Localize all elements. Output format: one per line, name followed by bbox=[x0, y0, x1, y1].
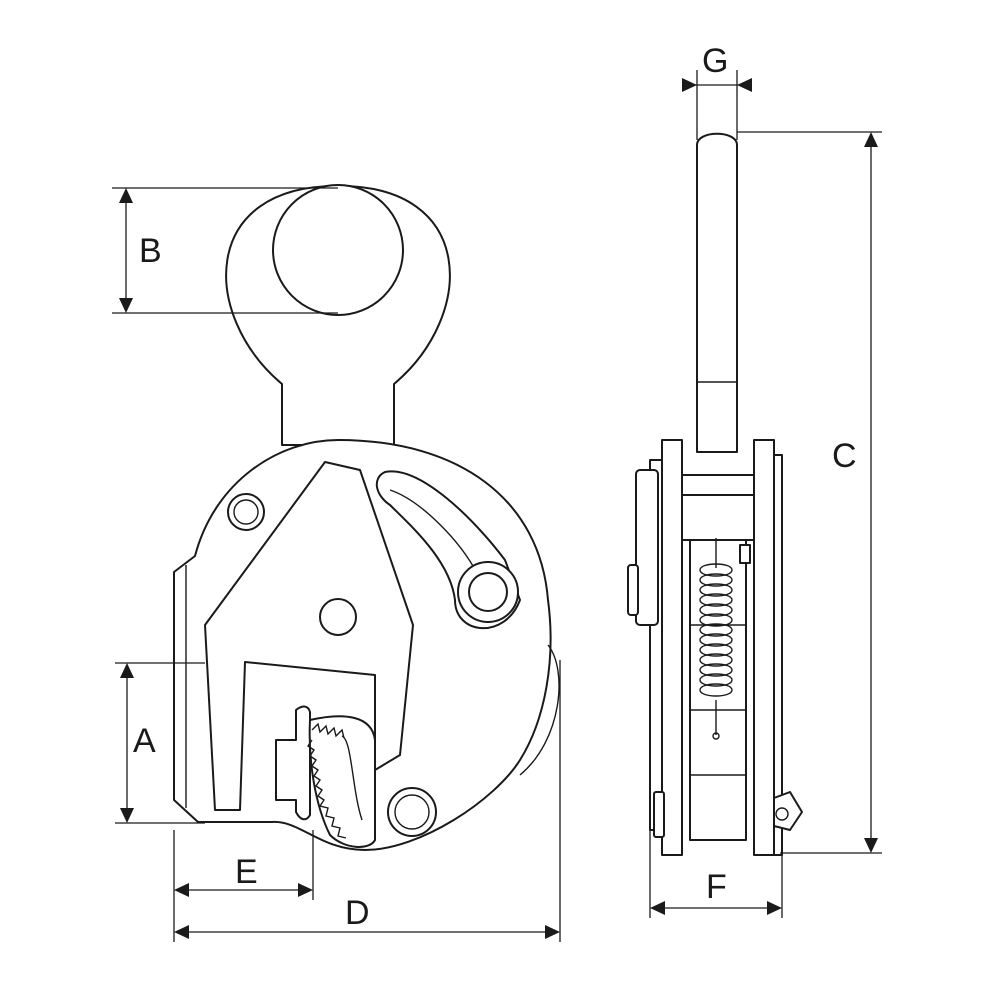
side-bolt bbox=[653, 791, 803, 838]
pivot-pin-top-left bbox=[227, 493, 265, 531]
dimension-label-g: G bbox=[702, 42, 728, 80]
dimension-label-e: E bbox=[235, 853, 258, 891]
front-view bbox=[173, 184, 560, 851]
spring bbox=[699, 563, 733, 697]
dimension-lines bbox=[112, 70, 882, 942]
fixed-jaw-pad bbox=[275, 705, 311, 821]
side-plate-right bbox=[753, 439, 775, 856]
side-view bbox=[627, 132, 803, 856]
lifting-eye bbox=[225, 184, 451, 446]
serrated-cam bbox=[307, 715, 376, 848]
lever-pin bbox=[457, 561, 519, 623]
center-pivot-pin bbox=[319, 598, 357, 636]
bottom-pin bbox=[387, 787, 437, 837]
dimension-label-f: F bbox=[706, 868, 727, 906]
dimension-label-d: D bbox=[345, 894, 370, 932]
eye-plate-side bbox=[696, 132, 738, 453]
side-plate-left bbox=[661, 439, 683, 856]
side-plate-edge bbox=[519, 644, 560, 776]
side-knob bbox=[635, 469, 659, 626]
dimension-label-b: B bbox=[139, 232, 162, 270]
dimension-label-c: C bbox=[832, 437, 857, 475]
dimension-label-a: A bbox=[133, 722, 156, 760]
